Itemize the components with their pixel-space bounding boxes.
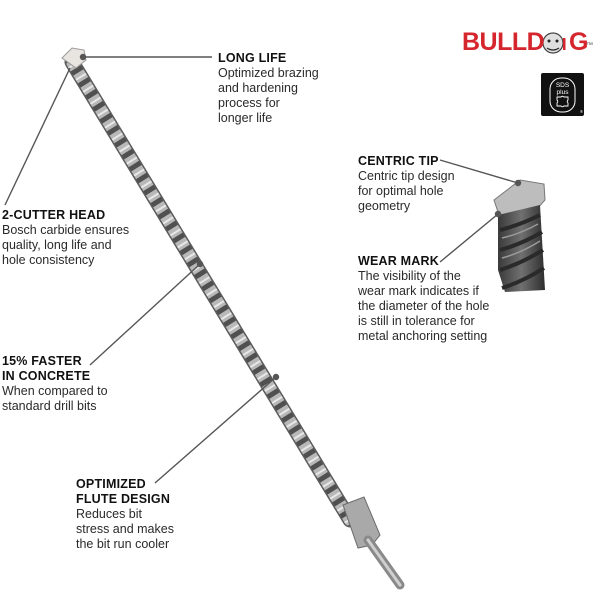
callout-title: IN CONCRETE [2, 369, 91, 383]
callout-title: 15% FASTER [2, 354, 82, 368]
leader-lines [4, 56, 519, 484]
trademark: ™ [586, 42, 593, 49]
callout-wear-mark: WEAR MARK The visibility of the wear mar… [358, 254, 490, 343]
sds-plus-badge: SDS plus ® [541, 73, 584, 116]
logo-text-g: G [569, 28, 588, 56]
callout-title: FLUTE DESIGN [76, 492, 171, 506]
callout-flute-design: OPTIMIZED FLUTE DESIGN Reduces bit stres… [76, 477, 174, 551]
callout-centric-tip: CENTRIC TIP Centric tip design for optim… [358, 154, 455, 213]
callout-faster-concrete: 15% FASTER IN CONCRETE When compared to … [2, 354, 108, 413]
drill-bit-body [61, 47, 405, 590]
svg-text:plus: plus [557, 89, 570, 96]
callout-long-life: LONG LIFE Optimized brazing and hardenin… [218, 51, 319, 125]
leader-dots [79, 53, 522, 381]
callout-2-cutter-head: 2-CUTTER HEAD Bosch carbide ensures qual… [2, 208, 130, 267]
callout-title: 2-CUTTER HEAD [2, 208, 106, 222]
svg-text:®: ® [580, 109, 583, 114]
svg-text:SDS: SDS [556, 82, 570, 89]
callout-title: LONG LIFE [218, 51, 287, 65]
logo-text-bull: BULLD [462, 28, 545, 56]
drill-tip-closeup [493, 179, 546, 292]
callout-title: OPTIMIZED [76, 477, 146, 491]
callout-title: WEAR MARK [358, 254, 439, 268]
bulldog-mascot-icon [542, 32, 566, 54]
bulldog-logo: BULLD G ™ [462, 28, 593, 58]
callout-title: CENTRIC TIP [358, 154, 439, 168]
